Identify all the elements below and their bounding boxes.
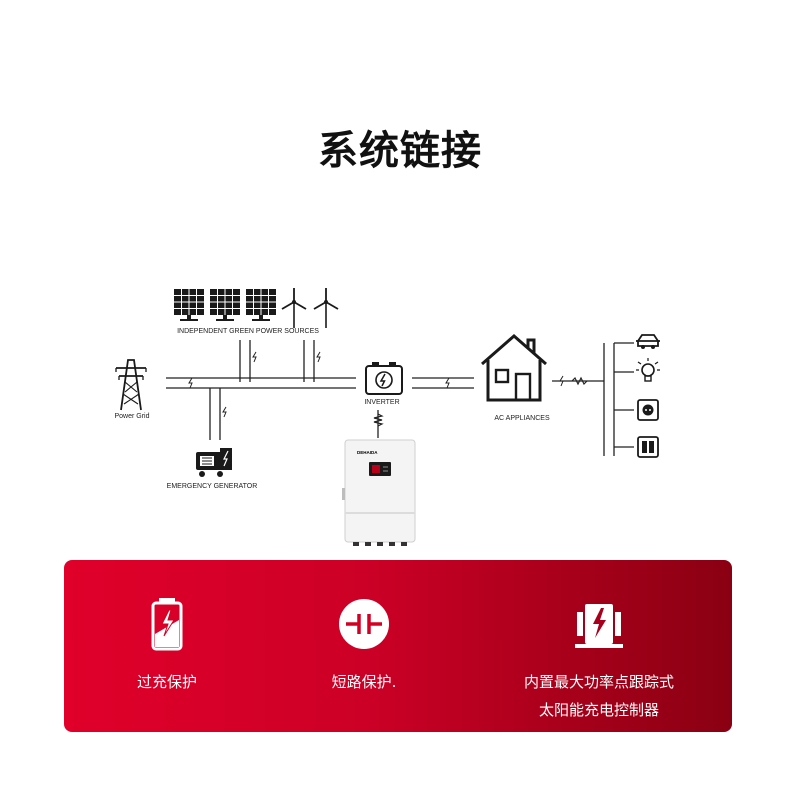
transmission-tower-icon — [116, 360, 146, 410]
mppt-controller-icon — [569, 594, 629, 654]
short-circuit-icon — [334, 594, 394, 654]
house-icon — [482, 336, 546, 400]
feature-mppt: 内置最大功率点跟踪式 太阳能充电控制器 — [494, 560, 704, 732]
brand-logo: DEHAIDA — [357, 450, 378, 455]
feature-label: 短路保护. — [332, 668, 397, 696]
feature-label: 过充保护 — [137, 668, 197, 696]
power-grid-label: Power Grid — [114, 413, 149, 420]
inverter-icon — [366, 362, 402, 394]
light-bulb-icon — [636, 358, 660, 381]
feature-overcharge: 过充保护 — [97, 560, 237, 732]
inverter-label: INVERTER — [364, 399, 399, 406]
car-icon — [636, 335, 660, 349]
wind-turbine-icon — [282, 288, 306, 328]
wall-switch-icon — [638, 437, 658, 457]
inverter-unit: DEHAIDA — [342, 440, 415, 546]
feature-banner: 过充保护 短路保护. 内置最大功率点跟踪式 太阳能充电控制器 — [64, 560, 732, 732]
solar-panel-icon — [210, 289, 240, 321]
feature-label-line1: 内置最大功率点跟踪式 — [524, 668, 674, 696]
solar-panel-icon — [174, 289, 204, 321]
system-connection-diagram: INDEPENDENT GREEN POWER SOURCES Power Gr… — [0, 0, 800, 560]
generator-label: EMERGENCY GENERATOR — [167, 483, 258, 490]
battery-charge-icon — [137, 594, 197, 654]
appliances-label: AC APPLIANCES — [494, 415, 550, 422]
power-socket-icon — [638, 400, 658, 420]
solar-panel-icon — [246, 289, 276, 321]
generator-icon — [196, 448, 232, 477]
feature-short-circuit: 短路保护. — [289, 560, 439, 732]
feature-label-line2: 太阳能充电控制器 — [524, 696, 674, 724]
wind-turbine-icon — [314, 288, 338, 328]
green-sources-label: INDEPENDENT GREEN POWER SOURCES — [177, 328, 319, 335]
